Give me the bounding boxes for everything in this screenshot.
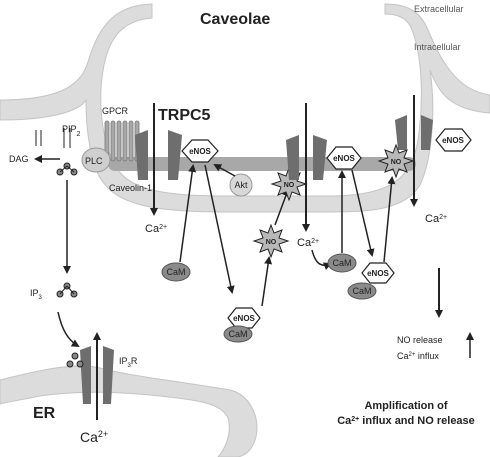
svg-text:CaM: CaM	[166, 267, 185, 277]
ca-to-cam-arrow	[311, 249, 332, 270]
legend-ca-influx: Ca2+ influx	[397, 351, 439, 361]
trpc5-channel-1	[135, 130, 182, 180]
enos2-release-arrow	[351, 169, 375, 257]
akt-kinase: Akt	[229, 173, 253, 197]
trpc5-channel-3	[395, 115, 433, 150]
svg-text:NO: NO	[284, 182, 295, 189]
gpcr-receptor	[104, 120, 140, 162]
caveolin-label: Caveolin-1	[109, 183, 152, 193]
amplification-line-2: Ca2+ influx and NO release	[337, 415, 475, 427]
svg-text:CaM: CaM	[332, 258, 351, 268]
ca-label-1: Ca2+	[145, 223, 167, 235]
no-burst-3: NO	[377, 143, 415, 179]
ip3-receptor	[66, 346, 114, 404]
intracellular-label: Intracellular	[414, 42, 461, 52]
dag-label: DAG	[9, 154, 29, 164]
er-ca-label: Ca2+	[80, 429, 108, 445]
complex2-to-no-arrow	[383, 176, 396, 263]
amplification-line-1: Amplification of	[364, 400, 447, 412]
enos-cam-complex-1: eNOS CaM	[223, 307, 261, 343]
gpcr-label: GPCR	[102, 106, 129, 116]
svg-text:Akt: Akt	[234, 180, 248, 190]
caveolae-membrane	[0, 3, 490, 213]
legend-no-release: NO release	[397, 335, 443, 345]
enos-1: eNOS	[181, 139, 219, 163]
akt-to-enos-arrow	[213, 164, 236, 177]
svg-text:CaM: CaM	[228, 329, 247, 339]
enos-3: eNOS	[435, 128, 472, 152]
no-to-channel-arrow	[274, 188, 290, 226]
svg-text:NO: NO	[266, 239, 277, 246]
svg-text:NO: NO	[391, 159, 402, 166]
caveolae-title: Caveolae	[200, 11, 270, 28]
ip3-molecule	[56, 282, 78, 298]
pip2-molecule	[56, 128, 78, 176]
cam-1: CaM	[161, 262, 191, 282]
plc-label: PLC	[85, 156, 103, 166]
svg-text:eNOS: eNOS	[442, 136, 464, 145]
ip3-label: IP3	[30, 288, 43, 301]
svg-text:eNOS: eNOS	[333, 154, 355, 163]
ca-label-3: Ca2+	[425, 213, 447, 225]
pip2-label: PIP2	[62, 124, 81, 138]
enos-release-arrow	[204, 164, 235, 294]
no-burst-1: NO	[252, 223, 290, 259]
ip3r-label: IP3R	[119, 356, 138, 369]
trpc5-channel-2	[286, 135, 327, 180]
ca-label-2: Ca2+	[297, 237, 319, 249]
enos-cam-complex-2: eNOS CaM	[347, 262, 395, 300]
er-label: ER	[33, 405, 56, 422]
trpc5-label: TRPC5	[158, 107, 211, 124]
svg-text:CaM: CaM	[352, 286, 371, 296]
svg-text:eNOS: eNOS	[189, 147, 211, 156]
cam-to-enos-arrow	[179, 164, 197, 263]
ip3-to-receptor-arrow	[57, 311, 80, 348]
extracellular-label: Extracellular	[414, 4, 464, 14]
no-from-complex-arrow	[261, 256, 273, 307]
dag-molecule	[35, 130, 42, 146]
cam-2: CaM	[327, 253, 357, 273]
svg-text:eNOS: eNOS	[367, 269, 389, 278]
svg-text:eNOS: eNOS	[233, 314, 255, 323]
plc-enzyme	[81, 147, 111, 173]
enos-2: eNOS	[326, 146, 362, 170]
